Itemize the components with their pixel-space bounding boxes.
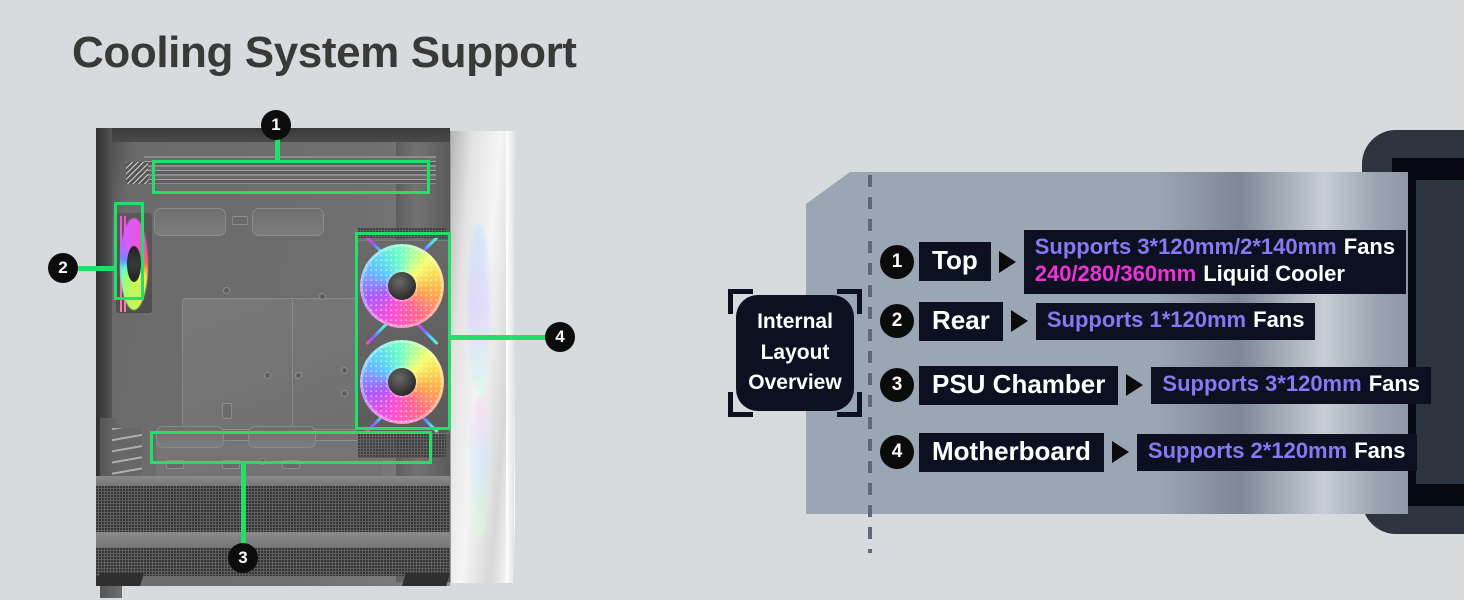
annotation-box-top [152,160,430,194]
tray-screw-6 [342,391,347,396]
spec-row-label: PSU Chamber [919,366,1119,405]
page-title: Cooling System Support [72,28,577,77]
tray-screw-5 [342,368,347,373]
callout-3[interactable]: 3 [228,543,258,573]
callout-4[interactable]: 4 [545,322,575,352]
tray-slot-center [232,216,248,225]
tray-screw-4 [296,373,301,378]
spec-row-number: 1 [880,244,914,279]
spec-value-white: Fans [1354,437,1406,463]
callout-1[interactable]: 1 [261,110,291,140]
leader-line-2 [78,266,116,271]
spec-row-number: 2 [880,304,914,339]
mesh-divider-top [96,476,450,486]
tray-cutout-left [154,208,226,236]
pc-case-photo [96,128,518,598]
overview-line-3: Overview [748,371,842,395]
annotation-box-mobo [355,232,451,430]
top-rear-mesh [126,162,148,184]
spec-row-label: Motherboard [919,433,1104,472]
glass-reflection-lower [470,396,490,536]
spec-value-accent: Supports 2*120mm [1147,437,1348,463]
spec-value-accent: Supports 3*120mm/2*140mm [1034,234,1337,259]
arrow-right-icon [998,250,1016,273]
tray-seam [292,300,293,426]
side-fan-upper-hub [388,272,416,300]
panel-dashed-divider [868,175,872,553]
tray-slot-side [222,403,232,419]
leader-line-1 [275,139,280,163]
side-fan-lower-hub [388,368,416,396]
internal-layout-overview-badge: Internal Layout Overview [728,289,862,417]
overview-line-1: Internal [757,310,833,334]
annotation-box-psu [150,431,432,464]
overview-label-box: Internal Layout Overview [736,295,854,411]
bottom-slot-3 [282,460,300,469]
bracket-top-left-icon [728,289,753,314]
case-silhouette-cut [1416,180,1464,484]
bracket-bottom-right-icon [837,392,862,417]
spec-value-white-2: Liquid Cooler [1203,260,1345,286]
spec-row-number: 3 [880,368,914,403]
spec-value-white: Fans [1253,306,1305,332]
tray-screw-2 [320,294,325,299]
bottom-slot-2 [222,460,240,469]
spec-value-white: Fans [1343,234,1396,259]
spec-row-number: 4 [880,435,914,470]
leader-line-3 [241,462,246,550]
case-foot-left [96,573,144,586]
overview-line-2: Layout [760,340,830,364]
bottom-slot-1 [166,460,184,469]
motherboard-tray [182,298,384,430]
spec-row-label: Top [919,242,991,282]
rear-fan-hub [127,246,141,282]
leader-line-4 [450,335,550,340]
arrow-right-icon [1010,310,1028,333]
spec-value-accent-2: 240/280/360mm [1034,260,1197,286]
bottom-mesh-upper [96,486,450,532]
arrow-right-icon [1111,441,1129,464]
bracket-top-right-icon [837,289,862,314]
spec-value-accent: Supports 3*120mm [1162,370,1362,396]
glass-reflection-upper [468,224,490,394]
tray-screw-1 [224,288,229,293]
case-foot-right [402,573,450,586]
mesh-divider-mid [96,532,450,548]
spec-row-label: Rear [919,302,1003,341]
bottom-mesh-lower [96,548,450,576]
spec-value-accent: Supports 1*120mm [1046,306,1247,332]
tray-cutout-right [252,208,324,236]
spec-value-white: Fans [1368,370,1421,396]
arrow-right-icon [1126,374,1144,397]
callout-2[interactable]: 2 [48,253,78,283]
annotation-box-rear [114,202,144,300]
bracket-bottom-left-icon [728,392,753,417]
glass-edge-highlight [506,131,514,583]
tray-screw-3 [265,373,270,378]
